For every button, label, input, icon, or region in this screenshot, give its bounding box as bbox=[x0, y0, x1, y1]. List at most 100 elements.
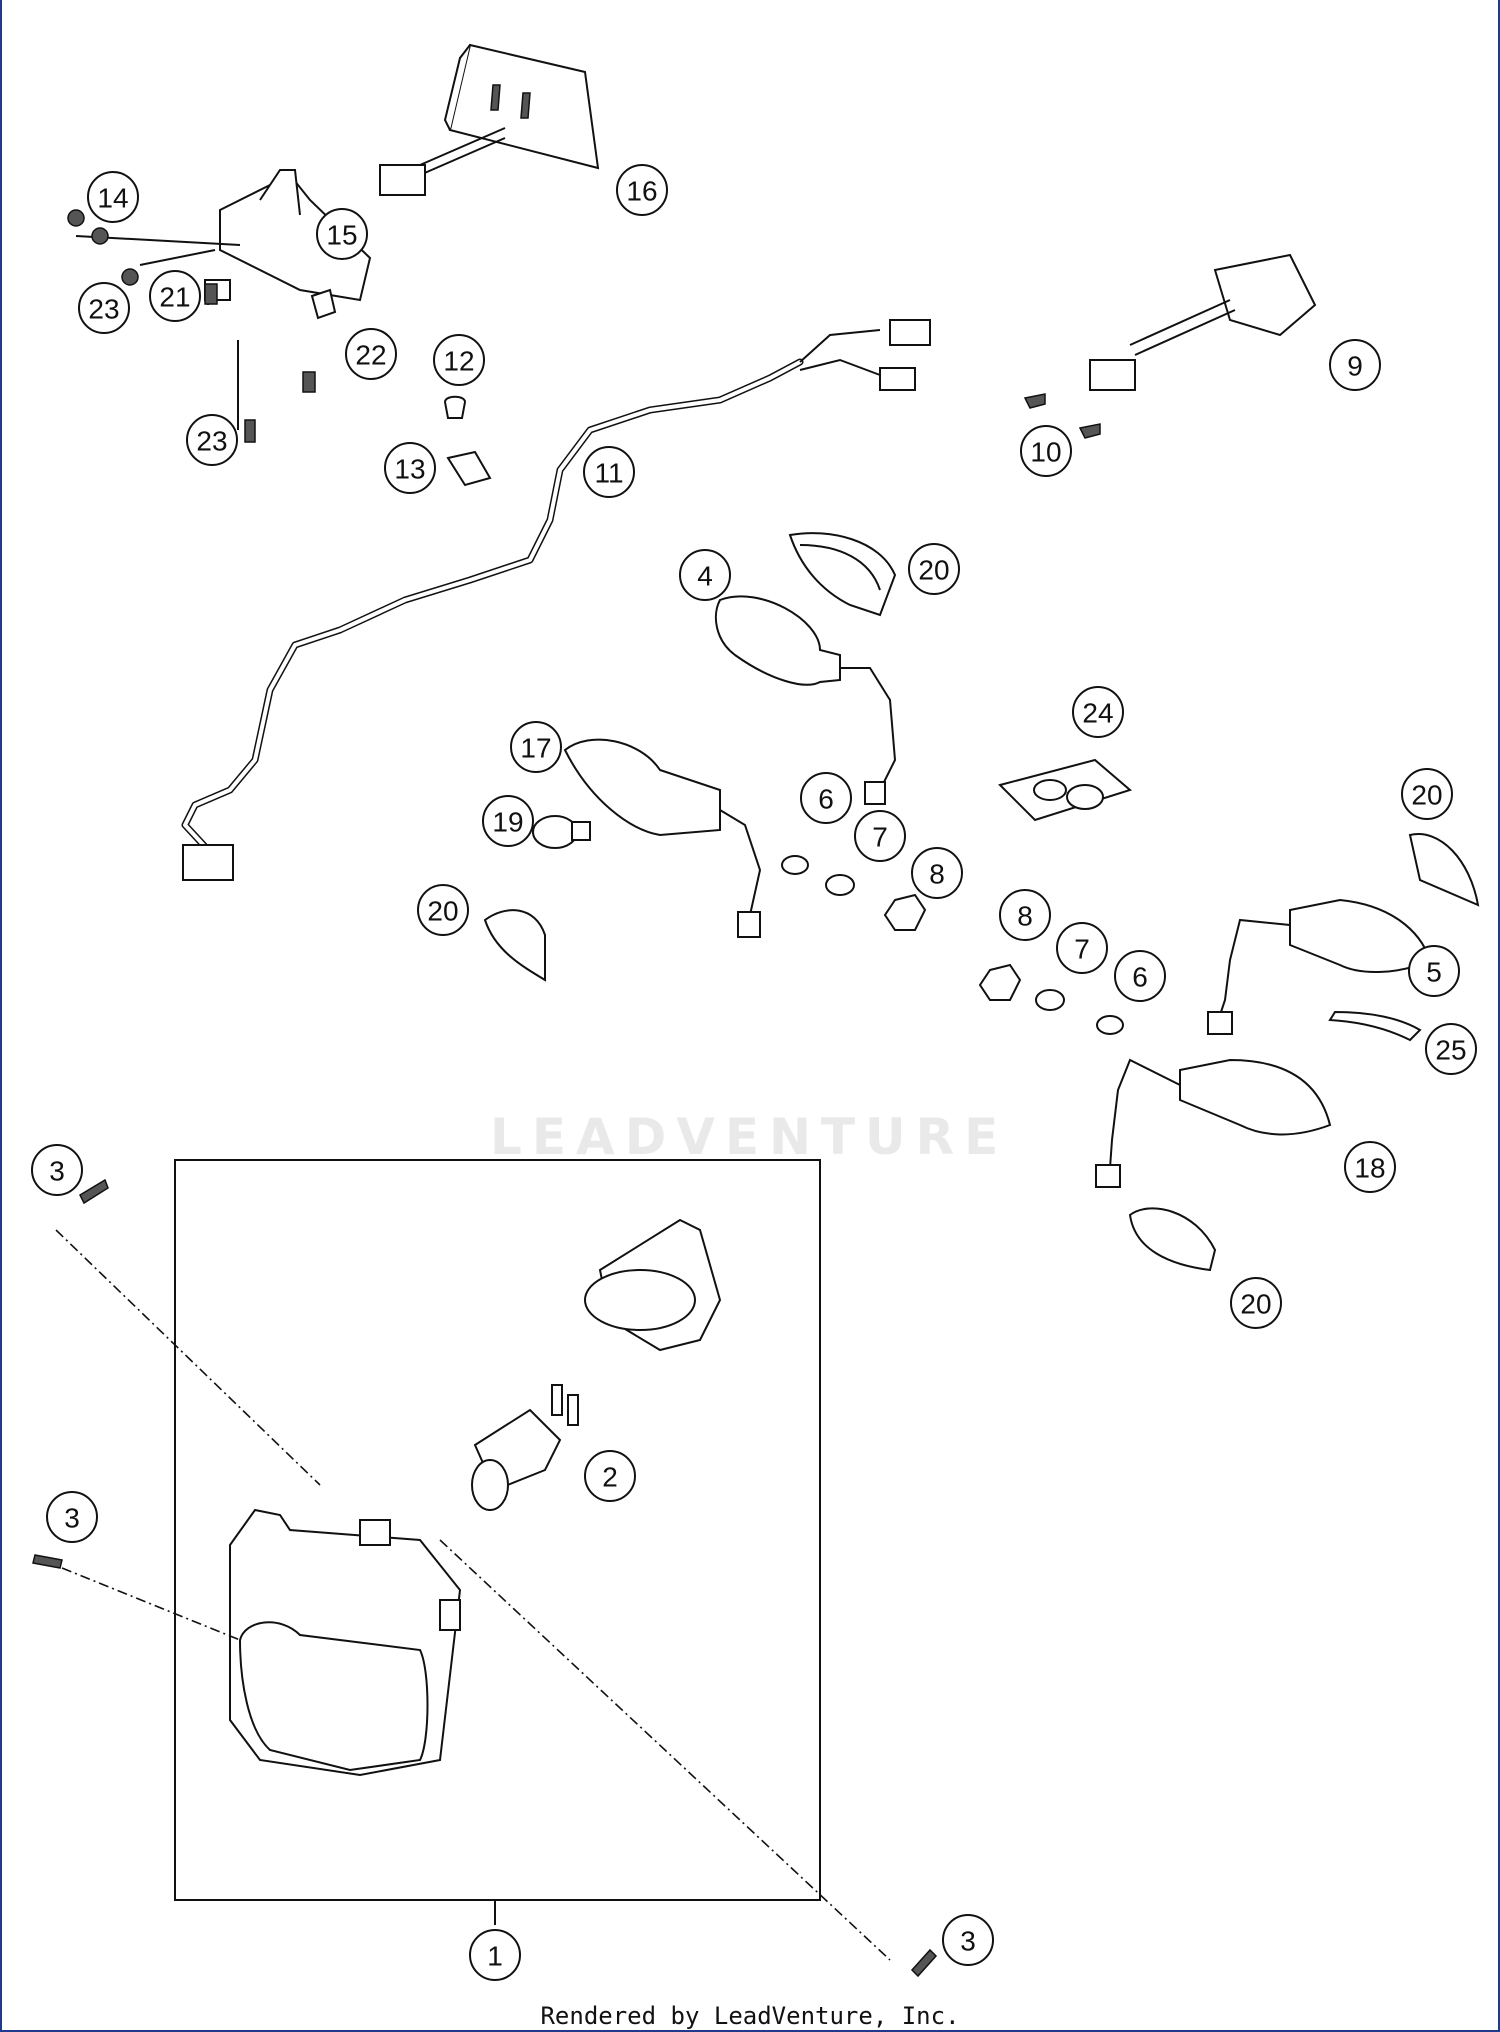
callout-4: 4 bbox=[679, 549, 731, 601]
lens-cover-part bbox=[788, 532, 897, 617]
callout-12: 12 bbox=[433, 334, 485, 386]
callout-circle bbox=[1425, 1023, 1477, 1075]
callout-9: 9 bbox=[1329, 339, 1381, 391]
callout-number: 2 bbox=[602, 1462, 618, 1493]
turn-signal-5-part bbox=[1207, 898, 1432, 1035]
callout-8: 8 bbox=[999, 889, 1051, 941]
callout-circle bbox=[417, 884, 469, 936]
callout-number: 12 bbox=[443, 346, 474, 377]
callout-circle bbox=[345, 328, 397, 380]
lens-cover-part bbox=[1408, 833, 1480, 907]
callout-2: 2 bbox=[584, 1450, 636, 1502]
callout-23: 23 bbox=[78, 282, 130, 334]
screws-part bbox=[32, 1178, 938, 1978]
washers-and-nuts-part bbox=[781, 855, 1124, 1035]
callout-number: 3 bbox=[960, 1926, 976, 1957]
callout-19: 19 bbox=[482, 795, 534, 847]
callout-number: 13 bbox=[394, 454, 425, 485]
callout-circle bbox=[46, 1491, 98, 1543]
headlight-socket-cap-part bbox=[584, 1218, 722, 1352]
callout-10: 10 bbox=[1020, 425, 1072, 477]
callout-circle bbox=[679, 549, 731, 601]
callout-7: 7 bbox=[854, 810, 906, 862]
callout-number: 24 bbox=[1082, 698, 1113, 729]
callout-8: 8 bbox=[911, 847, 963, 899]
callout-circle bbox=[1401, 768, 1453, 820]
callout-circle bbox=[78, 282, 130, 334]
headlight-part bbox=[229, 1508, 462, 1777]
callout-number: 4 bbox=[697, 561, 713, 592]
callout-number: 16 bbox=[626, 176, 657, 207]
callout-18: 18 bbox=[1344, 1141, 1396, 1193]
callout-circle bbox=[800, 772, 852, 824]
callout-number: 8 bbox=[1017, 901, 1033, 932]
callout-number: 20 bbox=[918, 555, 949, 586]
callout-number: 5 bbox=[1426, 957, 1442, 988]
callout-number: 25 bbox=[1435, 1035, 1466, 1066]
callout-circle bbox=[908, 543, 960, 595]
headlight-assembly-box bbox=[174, 1159, 821, 1925]
callout-number: 17 bbox=[520, 733, 551, 764]
lens-cover-part bbox=[1128, 1207, 1217, 1272]
callout-number: 8 bbox=[929, 859, 945, 890]
callout-circle bbox=[186, 414, 238, 466]
callout-16: 16 bbox=[616, 164, 668, 216]
callout-21: 21 bbox=[149, 270, 201, 322]
callout-circle bbox=[1230, 1277, 1282, 1329]
callout-number: 20 bbox=[1411, 780, 1442, 811]
callout-7: 7 bbox=[1056, 922, 1108, 974]
callout-number: 14 bbox=[97, 183, 128, 214]
callout-circle bbox=[616, 164, 668, 216]
callout-number: 11 bbox=[594, 458, 623, 489]
callout-circle bbox=[584, 1450, 636, 1502]
callout-number: 7 bbox=[1074, 934, 1090, 965]
callout-number: 6 bbox=[1132, 962, 1148, 993]
callout-circle bbox=[911, 847, 963, 899]
callout-20: 20 bbox=[417, 884, 469, 936]
callout-circle bbox=[469, 1929, 521, 1981]
callout-3: 3 bbox=[31, 1144, 83, 1196]
callout-25: 25 bbox=[1425, 1023, 1477, 1075]
callout-number: 10 bbox=[1030, 437, 1061, 468]
callout-circle bbox=[583, 446, 635, 498]
callout-number: 3 bbox=[49, 1156, 65, 1187]
callout-number: 20 bbox=[427, 896, 458, 927]
callout-circle bbox=[1114, 950, 1166, 1002]
callout-circle bbox=[942, 1914, 994, 1966]
callout-15: 15 bbox=[316, 208, 368, 260]
wiring-harness-part bbox=[181, 319, 931, 881]
callout-circle bbox=[1329, 339, 1381, 391]
callout-circle bbox=[1072, 686, 1124, 738]
callout-6: 6 bbox=[800, 772, 852, 824]
callout-number: 15 bbox=[326, 220, 357, 251]
callout-number: 9 bbox=[1347, 351, 1363, 382]
callout-13: 13 bbox=[384, 442, 436, 494]
small-hardware-left bbox=[67, 209, 492, 487]
watermark-text: LEADVENTURE bbox=[490, 1108, 1009, 1166]
lens-cover-part bbox=[483, 909, 546, 982]
callout-6: 6 bbox=[1114, 950, 1166, 1002]
callout-3: 3 bbox=[942, 1914, 994, 1966]
turn-signal-4-part bbox=[714, 595, 897, 805]
callout-3: 3 bbox=[46, 1491, 98, 1543]
callout-circle bbox=[1056, 922, 1108, 974]
callout-circle bbox=[433, 334, 485, 386]
callout-24: 24 bbox=[1072, 686, 1124, 738]
callout-circle bbox=[999, 889, 1051, 941]
callout-number: 21 bbox=[159, 282, 190, 313]
callout-circle bbox=[316, 208, 368, 260]
callout-circle bbox=[31, 1144, 83, 1196]
callout-22: 22 bbox=[345, 328, 397, 380]
callout-number: 19 bbox=[492, 807, 523, 838]
dashboard-part bbox=[379, 43, 600, 196]
callout-circle bbox=[510, 721, 562, 773]
callout-circle bbox=[384, 442, 436, 494]
footer-credit: Rendered by LeadVenture, Inc. bbox=[540, 2002, 960, 2030]
callout-number: 20 bbox=[1240, 1289, 1271, 1320]
callout-23: 23 bbox=[186, 414, 238, 466]
turn-signal-18-part bbox=[1095, 1058, 1332, 1188]
callout-circle bbox=[87, 171, 139, 223]
callout-number: 22 bbox=[355, 340, 386, 371]
